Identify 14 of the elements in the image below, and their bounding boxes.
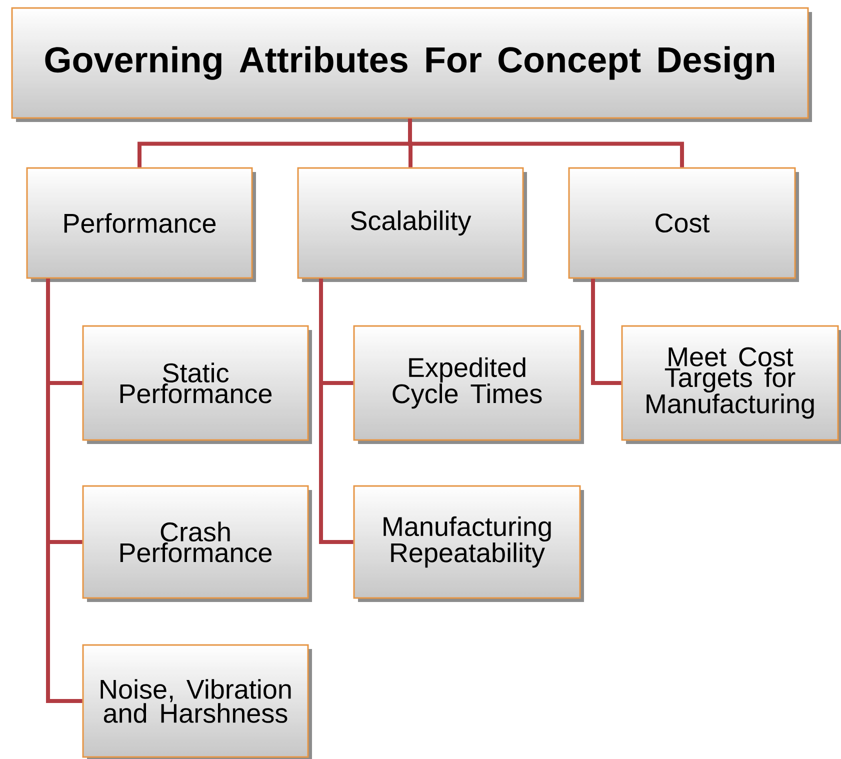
- process-box: Static Performance: [82, 325, 312, 444]
- connector-line: [591, 278, 622, 385]
- process-box: Noise, Vibration and Harshness: [82, 644, 312, 759]
- connector-line: [46, 278, 82, 703]
- process-box: Manufacturing Repeatability: [353, 485, 584, 602]
- process-box: Expedited Cycle Times: [353, 325, 584, 444]
- connector-line: [319, 278, 354, 544]
- process-box: Meet Cost Targets for Manufacturing: [621, 325, 841, 444]
- connector-line: [408, 118, 684, 168]
- process-box: Cost: [568, 167, 799, 282]
- process-box: Crash Performance: [82, 485, 312, 602]
- title-box: Governing Attributes For Concept Design: [11, 7, 812, 122]
- process-box: Performance: [26, 167, 256, 282]
- process-box: Scalability: [297, 167, 527, 282]
